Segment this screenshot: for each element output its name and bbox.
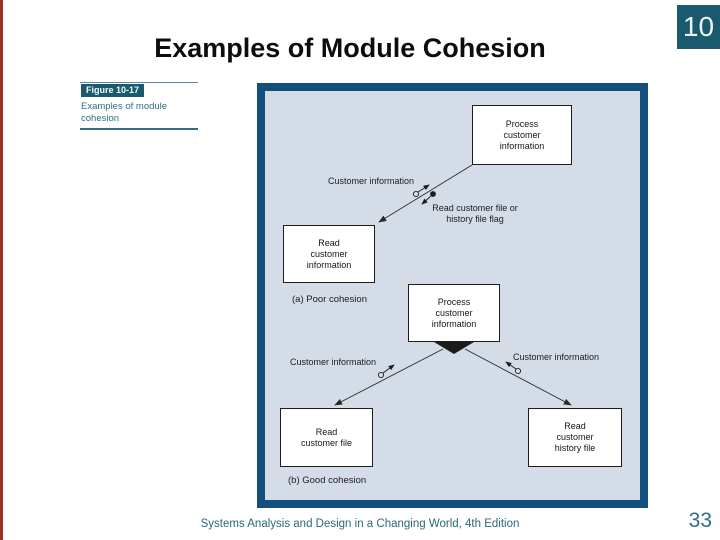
module-label: Read customer information [306,237,352,270]
module-label: Process customer information [431,296,477,329]
data-couple-arrow-a [417,184,430,193]
page-title: Examples of Module Cohesion [154,33,546,63]
data-couple-label-b-left: Customer information [290,357,377,367]
module-read-customer-information: Read customer information [283,225,375,283]
section-a-caption: (a) Poor cohesion [292,294,367,305]
cohesion-diagram-panel: Process customer information Read custom… [257,83,648,508]
module-read-customer-history-file: Read customer history file [528,408,622,467]
module-process-customer-information-a: Process customer information [472,105,572,165]
chapter-number-badge: 10 [677,5,720,49]
data-couple-circle-a [412,190,420,198]
left-accent-stripe [0,0,3,540]
data-couple-label-b-right: Customer information [513,352,600,362]
control-couple-circle-a [430,191,436,197]
data-couple-circle-b-left [377,371,385,379]
control-couple-arrow-a [421,195,432,205]
figure-label-rule-top [80,82,198,83]
figure-label-rule-bottom [80,128,198,130]
module-label: Read customer history file [554,421,596,453]
call-line-a [378,164,473,223]
figure-caption: Examples of module cohesion [81,101,168,124]
module-process-customer-information-b: Process customer information [408,284,500,342]
module-read-customer-file: Read customer file [280,408,373,467]
control-couple-label-a: Read customer file or history file flag [432,203,518,224]
module-label: Read customer file [300,426,353,448]
module-label: Process customer information [499,118,545,151]
data-couple-arrow-b-right [505,361,517,370]
call-line-b-left [334,348,444,406]
data-couple-arrow-b-left [382,364,395,374]
slide-page-number: 33 [688,509,712,532]
data-couple-circle-b-right [514,367,522,375]
figure-number-tag: Figure 10-17 [81,84,145,97]
call-line-b-right [464,348,572,406]
footer-book-title: Systems Analysis and Design in a Changin… [200,518,520,530]
data-couple-label-a: Customer information [328,176,415,186]
section-b-caption: (b) Good cohesion [288,475,367,486]
